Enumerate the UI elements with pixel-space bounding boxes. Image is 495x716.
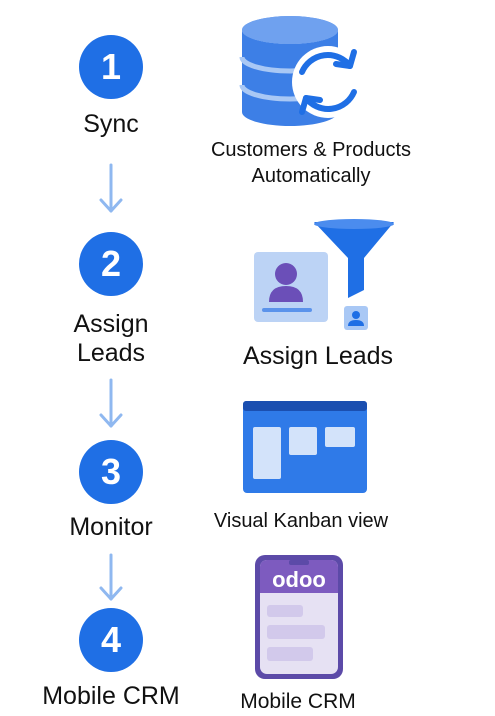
database-sync-icon [238,12,368,130]
step-4-badge: 4 [79,608,143,672]
step-2-label: Assign Leads [45,310,177,368]
step-1-number: 1 [100,46,122,87]
kanban-board-icon [243,401,367,493]
step-3-caption: Visual Kanban view [213,510,389,532]
lead-funnel-icon [252,218,398,336]
step-2-number: 2 [100,243,122,284]
step-1-caption: Customers & Products Automatically [176,137,446,189]
step-3-number: 3 [100,451,122,492]
step-3-label: Monitor [69,513,153,541]
step-1-label: Sync [83,110,139,138]
step-2-label-line2: Leads [76,339,146,367]
mobile-phone-icon [253,553,345,681]
step-4-number: 4 [100,619,122,660]
step-3-badge: 3 [79,440,143,504]
step-1-caption-line1: Customers & Products [210,139,412,161]
step-4-caption: Mobile CRM [240,690,356,713]
down-arrow-icon [99,163,123,215]
step-1-caption-line2: Automatically [251,165,371,187]
down-arrow-icon [99,378,123,430]
step-4-label: Mobile CRM [42,682,180,710]
step-2-label-line1: Assign [73,310,149,338]
step-2-caption: Assign Leads [242,342,394,370]
down-arrow-icon [99,553,123,603]
step-2-badge: 2 [79,232,143,296]
odoo-logo: odoo [272,567,326,592]
step-1-badge: 1 [79,35,143,99]
